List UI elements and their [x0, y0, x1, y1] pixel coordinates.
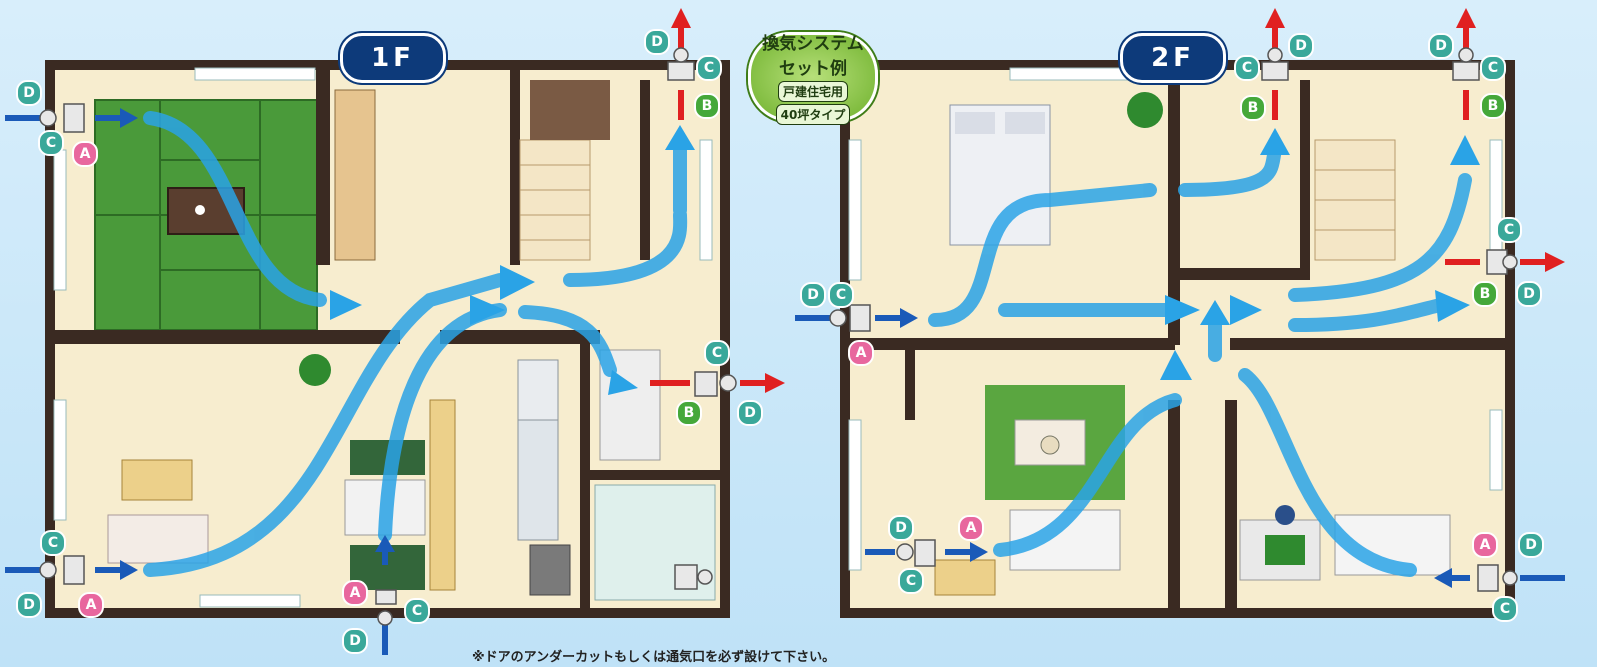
- marker-c: C: [1496, 217, 1522, 243]
- marker-c: C: [696, 55, 722, 81]
- marker-c: C: [1480, 55, 1506, 81]
- airflow-paths: [143, 111, 1472, 577]
- marker-c: C: [898, 568, 924, 594]
- badge-line4: 40坪タイプ: [775, 104, 851, 125]
- marker-b: B: [676, 400, 702, 426]
- marker-d: D: [342, 628, 368, 654]
- marker-d: D: [800, 282, 826, 308]
- marker-a: A: [78, 592, 104, 618]
- marker-a: A: [1472, 532, 1498, 558]
- marker-a: A: [342, 580, 368, 606]
- badge-line1: 換気システム: [762, 34, 864, 54]
- marker-d: D: [1288, 33, 1314, 59]
- marker-c: C: [1234, 55, 1260, 81]
- marker-d: D: [644, 29, 670, 55]
- marker-b: B: [1480, 93, 1506, 119]
- marker-d: D: [737, 400, 763, 426]
- marker-c: C: [38, 130, 64, 156]
- marker-d: D: [1516, 281, 1542, 307]
- badge-line2: セット例: [779, 59, 847, 79]
- floor-label-2f: 2F: [1120, 33, 1226, 83]
- marker-d: D: [16, 592, 42, 618]
- system-example-badge: 換気システム セット例 戸建住宅用 40坪タイプ: [748, 32, 878, 125]
- floor-label-1f: 1F: [340, 33, 446, 83]
- vent-units: [39, 47, 1518, 626]
- footnote: ※ドアのアンダーカットもしくは通気口を必ず設けて下さい。: [472, 650, 836, 665]
- marker-b: B: [1240, 95, 1266, 121]
- marker-b: B: [694, 93, 720, 119]
- marker-d: D: [1518, 532, 1544, 558]
- marker-c: C: [1492, 596, 1518, 622]
- marker-c: C: [404, 598, 430, 624]
- intake-arrows: [5, 108, 1565, 655]
- marker-d: D: [1428, 33, 1454, 59]
- marker-a: A: [848, 340, 874, 366]
- floor2-plan: [840, 60, 1515, 618]
- marker-d: D: [888, 515, 914, 541]
- marker-a: A: [958, 515, 984, 541]
- marker-c: C: [704, 340, 730, 366]
- marker-b: B: [1472, 281, 1498, 307]
- marker-c: C: [828, 282, 854, 308]
- badge-line3: 戸建住宅用: [777, 81, 848, 102]
- marker-a: A: [72, 141, 98, 167]
- airflow-arrowheads: [330, 125, 1480, 395]
- exhaust-arrows: [650, 8, 1565, 393]
- marker-d: D: [16, 80, 42, 106]
- marker-c: C: [40, 530, 66, 556]
